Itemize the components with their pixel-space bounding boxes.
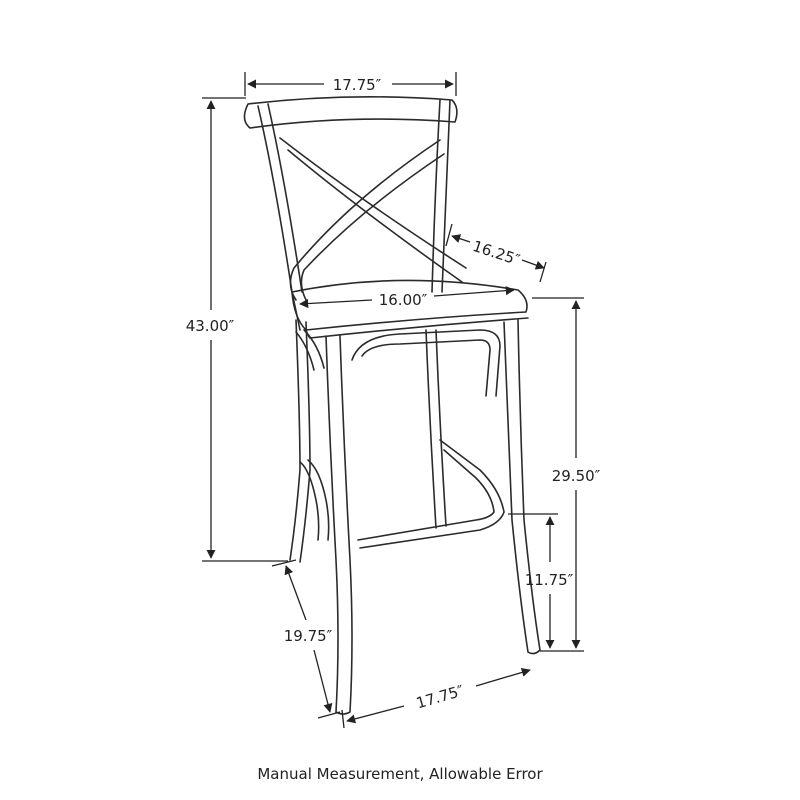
dim-back-width: 17.75″ xyxy=(244,72,457,96)
caption: Manual Measurement, Allowable Error xyxy=(257,765,543,783)
footrest xyxy=(357,439,505,549)
dim-footrest-height: 11.75″ xyxy=(508,513,574,649)
seat-brace-left xyxy=(295,329,325,371)
leg-back-left xyxy=(289,319,311,563)
label-seat-height: 29.50″ xyxy=(552,467,601,485)
leg-front-left xyxy=(325,335,353,715)
label-seat-depth: 16.25″ xyxy=(470,237,522,269)
dim-seat-depth: 16.25″ xyxy=(445,223,547,283)
label-base-width: 17.75″ xyxy=(414,682,466,713)
label-back-width: 17.75″ xyxy=(333,76,382,94)
backrest-cross-1 xyxy=(279,137,467,283)
chair-drawing xyxy=(243,96,541,715)
dim-base-depth: 19.75″ xyxy=(271,559,341,719)
dim-seat-width: 16.00″ xyxy=(299,286,515,309)
backrest-cross-2 xyxy=(289,139,445,301)
dim-seat-height: 29.50″ xyxy=(532,297,601,652)
label-footrest-height: 11.75″ xyxy=(525,571,574,589)
leg-back-right xyxy=(425,329,447,529)
backrest-top-rail xyxy=(243,96,458,129)
dim-base-width: 17.75″ xyxy=(341,667,531,729)
leg-front-right xyxy=(503,319,541,655)
label-seat-width: 16.00″ xyxy=(379,291,428,309)
label-base-depth: 19.75″ xyxy=(284,627,333,645)
seat-brace-front xyxy=(351,329,501,397)
label-total-height: 43.00″ xyxy=(186,317,235,335)
dim-total-height: 43.00″ xyxy=(186,97,288,562)
footrest-left xyxy=(299,459,330,541)
seat-edge xyxy=(305,317,529,339)
